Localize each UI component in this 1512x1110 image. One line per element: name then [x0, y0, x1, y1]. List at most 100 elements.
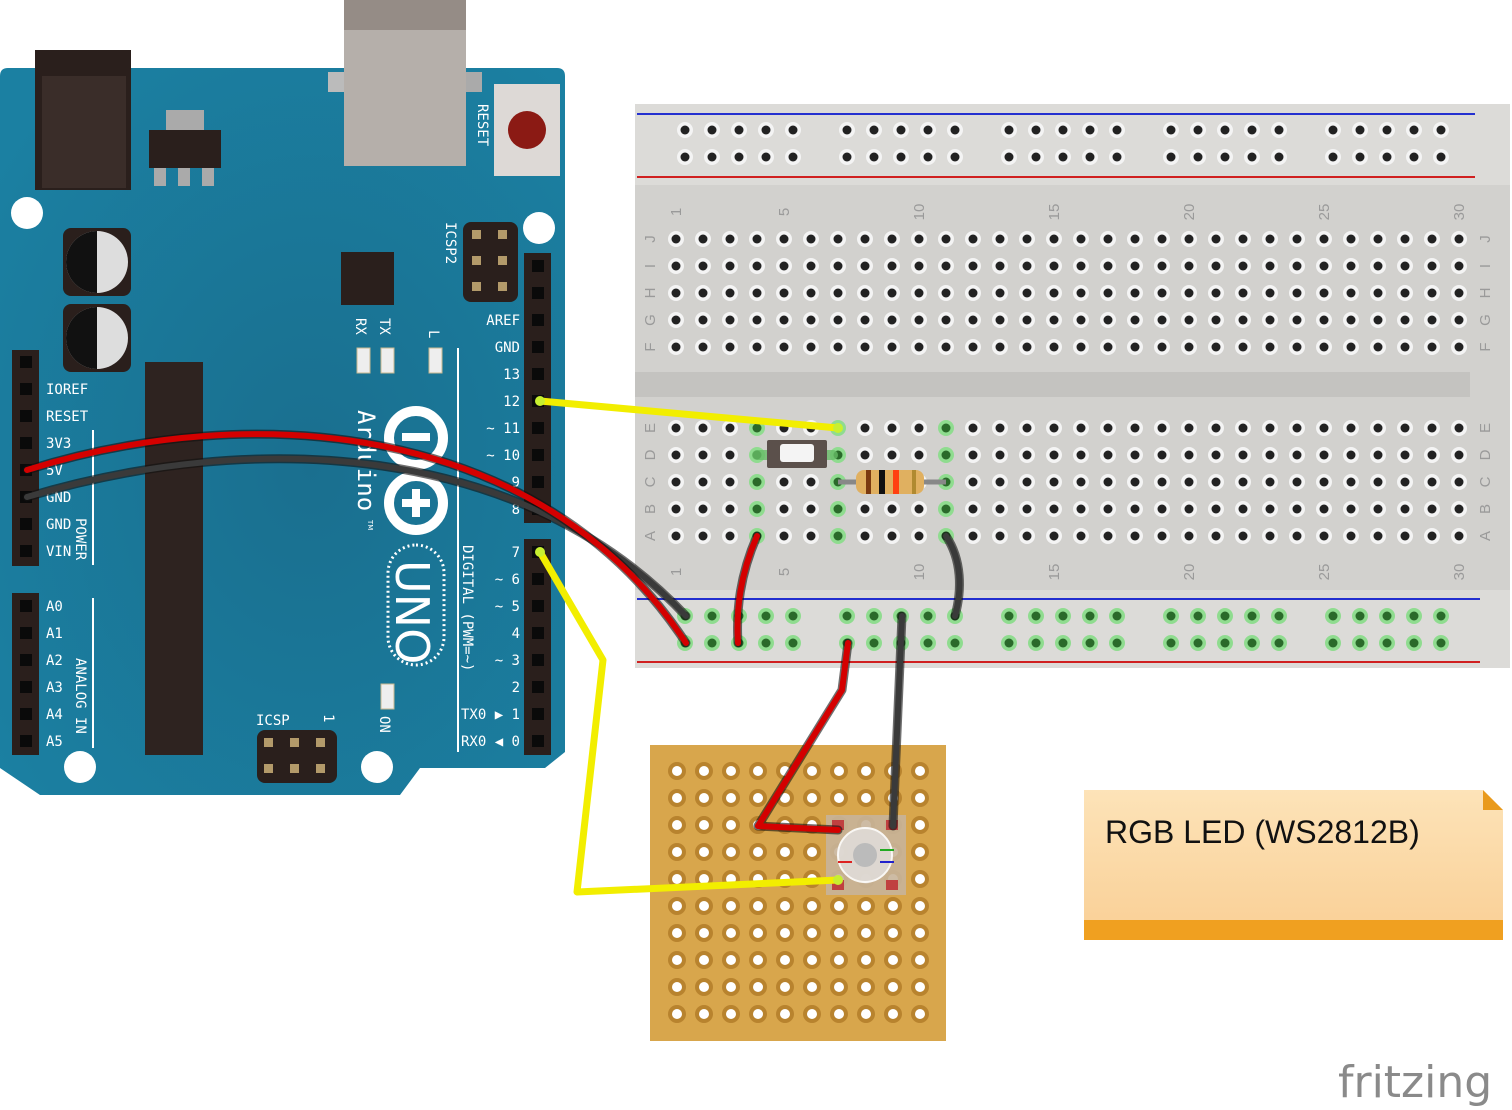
column-label: 15 — [1046, 204, 1063, 221]
row-label: A — [1477, 531, 1494, 541]
pin-label: 12 — [503, 394, 520, 410]
pin-label: IOREF — [46, 382, 88, 398]
wire-5v-red[interactable] — [24, 431, 689, 646]
header-pin[interactable] — [532, 708, 544, 720]
reset-button[interactable] — [494, 84, 560, 176]
column-label: 5 — [776, 568, 793, 576]
pin-label: A4 — [46, 707, 63, 723]
header-pin[interactable] — [20, 518, 32, 530]
header-pin[interactable] — [532, 627, 544, 639]
pin-label: A3 — [46, 680, 63, 696]
column-label: 25 — [1316, 204, 1333, 221]
row-label: I — [1477, 264, 1494, 268]
icsp-pin1-label: 1 — [320, 714, 336, 722]
fritzing-logo: fritzing — [1338, 1057, 1492, 1108]
pin-label: A1 — [46, 626, 63, 642]
pin-label: GND — [46, 517, 71, 533]
row-label: B — [642, 504, 659, 514]
on-label: ON — [376, 716, 392, 733]
digital-label: DIGITAL (PWM=~) — [459, 545, 475, 671]
header-pin[interactable] — [20, 410, 32, 422]
row-label: H — [1477, 288, 1494, 299]
header-pin[interactable] — [20, 681, 32, 693]
header-pin[interactable] — [532, 341, 544, 353]
header-pin[interactable] — [20, 735, 32, 747]
resistor — [838, 470, 946, 494]
pin-label: A2 — [46, 653, 63, 669]
voltage-regulator — [149, 110, 221, 186]
wires — [22, 396, 964, 896]
pin-label: ~ 3 — [495, 653, 520, 669]
row-label: H — [642, 288, 659, 299]
arduino-uno-board: RESET ICSP2 ICSP 1 — [0, 0, 565, 795]
header-pin[interactable] — [532, 449, 544, 461]
header-pin[interactable] — [20, 600, 32, 612]
pin-label: GND — [495, 340, 520, 356]
column-label: 5 — [776, 208, 793, 216]
wire-button-red[interactable] — [734, 533, 760, 646]
column-label: 10 — [911, 564, 928, 581]
icsp-label: ICSP — [256, 713, 290, 729]
column-label: 1 — [668, 208, 685, 216]
reset-label: RESET — [474, 104, 490, 147]
wire-end — [535, 396, 545, 406]
row-label: E — [642, 423, 659, 433]
header-pin[interactable] — [20, 437, 32, 449]
pushbutton[interactable] — [752, 440, 838, 468]
pin-label: A5 — [46, 734, 63, 750]
header-pin[interactable] — [532, 260, 544, 272]
header-pin[interactable] — [20, 627, 32, 639]
header-pin[interactable] — [532, 476, 544, 488]
note-text: RGB LED (WS2812B) — [1105, 814, 1420, 850]
row-label: F — [642, 342, 659, 351]
header-pin[interactable] — [532, 314, 544, 326]
pin-label: AREF — [486, 313, 520, 329]
header-pin[interactable] — [532, 681, 544, 693]
usb-connector — [328, 0, 482, 166]
header-pin[interactable] — [20, 708, 32, 720]
row-label: G — [1477, 314, 1494, 326]
header-pin[interactable] — [532, 368, 544, 380]
row-label: I — [642, 264, 659, 268]
header-pin[interactable] — [532, 600, 544, 612]
l-label: L — [425, 330, 441, 338]
wire-end — [833, 875, 843, 885]
header-pin[interactable] — [20, 654, 32, 666]
header-pin[interactable] — [20, 545, 32, 557]
uno-text: UNO — [385, 560, 439, 664]
row-label: F — [1477, 342, 1494, 351]
row-label: G — [642, 314, 659, 326]
wire-resistor-black[interactable] — [943, 533, 963, 619]
column-label: 30 — [1451, 204, 1468, 221]
wire-led-gnd-black[interactable] — [890, 613, 905, 829]
header-power — [12, 350, 39, 566]
wire-pin7-yellow[interactable] — [536, 548, 842, 896]
wire-pin12-yellow[interactable] — [536, 397, 842, 432]
row-label: A — [642, 531, 659, 541]
column-label: 1 — [668, 568, 685, 576]
pin-label: 7 — [512, 545, 520, 561]
row-label: B — [1477, 504, 1494, 514]
header-pin[interactable] — [532, 654, 544, 666]
header-pin[interactable] — [532, 287, 544, 299]
row-label: C — [1477, 476, 1494, 487]
header-pin[interactable] — [532, 573, 544, 585]
note[interactable]: RGB LED (WS2812B) — [1084, 790, 1503, 940]
chip-small — [341, 252, 394, 305]
column-label: 25 — [1316, 564, 1333, 581]
rx-label: RX — [352, 318, 368, 335]
row-label: E — [1477, 423, 1494, 433]
pin-label: 13 — [503, 367, 520, 383]
header-pin[interactable] — [20, 383, 32, 395]
wire-led-power-red[interactable] — [755, 640, 851, 833]
icsp2-label: ICSP2 — [442, 222, 458, 264]
header-pin[interactable] — [532, 735, 544, 747]
pin-label: RESET — [46, 409, 89, 425]
icsp-header — [257, 730, 337, 783]
column-label: 20 — [1181, 564, 1198, 581]
header-pin[interactable] — [532, 422, 544, 434]
header-pin[interactable] — [20, 356, 32, 368]
column-label: 15 — [1046, 564, 1063, 581]
